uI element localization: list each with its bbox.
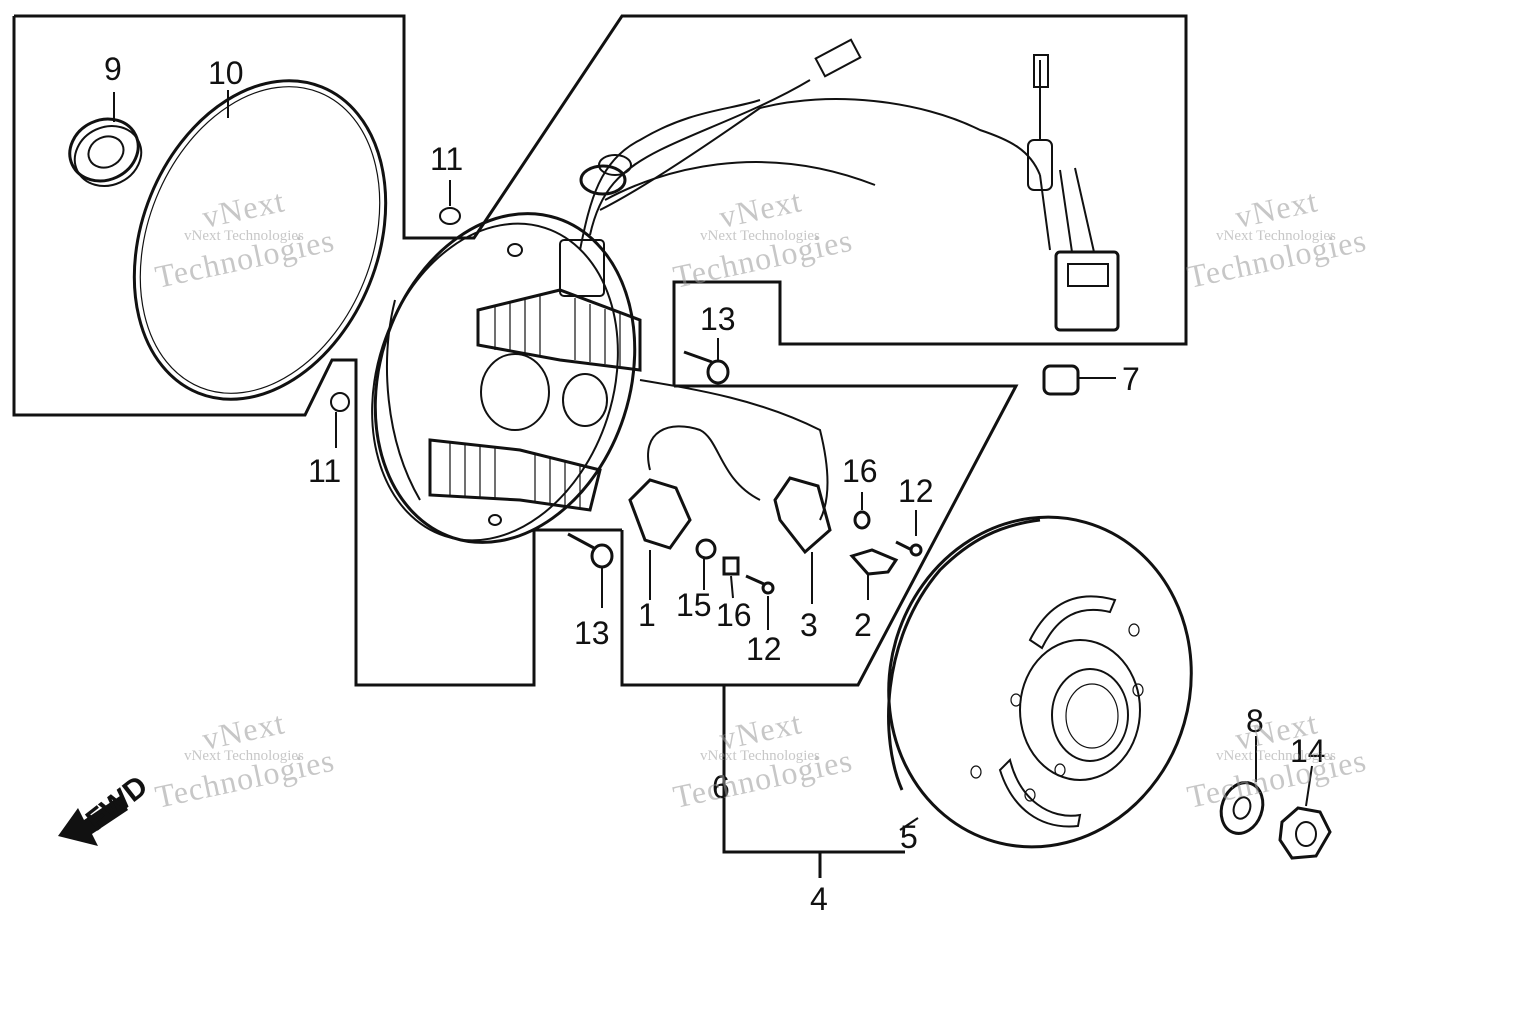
stator-coil-upper: [476, 239, 642, 372]
callout-11-upper: 11: [430, 141, 463, 177]
group-outline-assembly: [722, 685, 905, 878]
watermark-bottom-center: vNext vNext Technologies Technologies: [670, 704, 856, 815]
screw-part-lower: [567, 532, 614, 608]
watermark-word-1: vNext: [1232, 182, 1321, 235]
washer-part-lower: [330, 392, 350, 448]
callout-8: 8: [1246, 703, 1264, 739]
watermark-line: vNext Technologies: [700, 228, 820, 244]
watermark-word-1: vNext: [716, 182, 805, 235]
gasket-ring-part: [132, 79, 388, 401]
callout-10: 10: [208, 55, 244, 91]
stator-coil-lower: [428, 438, 602, 512]
callout-6: 6: [712, 769, 730, 805]
callout-labels: 9 10 11 11 13 13 7 16 12 1 15 16 12 3 2 …: [104, 51, 1326, 917]
watermark-bottom-left: vNext vNext Technologies Technologies: [152, 704, 338, 815]
screw-part-upper: [683, 338, 730, 385]
watermark-line: vNext Technologies: [700, 748, 820, 764]
group-outline-stator: [620, 384, 1019, 687]
group-outline-upper: [12, 14, 1188, 687]
flywheel-washer-part: [1219, 736, 1265, 835]
watermark-top-left: vNext vNext Technologies Technologies: [152, 182, 338, 295]
watermark-line: vNext Technologies: [1216, 748, 1336, 764]
bolt-part-lower: [745, 574, 775, 630]
washer-part-upper: [439, 180, 461, 225]
callout-11-lower: 11: [308, 453, 341, 489]
callout-3: 3: [800, 607, 818, 643]
callout-13-lower: 13: [574, 615, 610, 651]
callout-2: 2: [854, 607, 872, 643]
pickup-bracket-part: [849, 548, 899, 600]
bolt-part-upper: [895, 510, 923, 557]
watermark-line: vNext Technologies: [184, 748, 304, 764]
connector-plug: [814, 38, 1120, 332]
exciter-coil-part: [773, 476, 832, 604]
pulser-unit-part: [628, 478, 692, 600]
nut-part-upper: [853, 492, 871, 530]
nut-part-lower: [722, 556, 740, 599]
callout-16-lower: 16: [716, 597, 752, 633]
callout-16-upper: 16: [842, 453, 878, 489]
watermark-top-right: vNext vNext Technologies Technologies: [1184, 182, 1370, 295]
wire-grommet: [579, 154, 632, 196]
stator-base-plate: [371, 212, 637, 544]
flywheel-rotor-part: [887, 515, 1193, 849]
collar-part: [695, 538, 717, 590]
callout-14: 14: [1290, 733, 1326, 769]
callout-9: 9: [104, 51, 122, 87]
clamp-part: [1042, 364, 1116, 396]
flywheel-nut-part: [1278, 765, 1332, 860]
callout-12-upper: 12: [898, 473, 934, 509]
forward-direction-arrow: FWD: [58, 769, 154, 846]
callout-7: 7: [1122, 361, 1140, 397]
oil-seal-part: [68, 92, 143, 187]
callout-15: 15: [676, 587, 712, 623]
callout-1: 1: [638, 597, 656, 633]
forward-label: FWD: [80, 769, 154, 837]
stator-wiring: [579, 79, 1041, 521]
watermark-word-1: vNext: [199, 182, 288, 235]
callout-5: 5: [900, 819, 918, 855]
callout-4: 4: [810, 881, 828, 917]
callout-12-lower: 12: [746, 631, 782, 667]
watermark-line: vNext Technologies: [1216, 228, 1336, 244]
callout-13-upper: 13: [700, 301, 736, 337]
watermark-top-center: vNext vNext Technologies Technologies: [670, 182, 856, 295]
watermark-bottom-right: vNext vNext Technologies Technologies: [1184, 704, 1370, 815]
watermark-line: vNext Technologies: [184, 228, 304, 244]
